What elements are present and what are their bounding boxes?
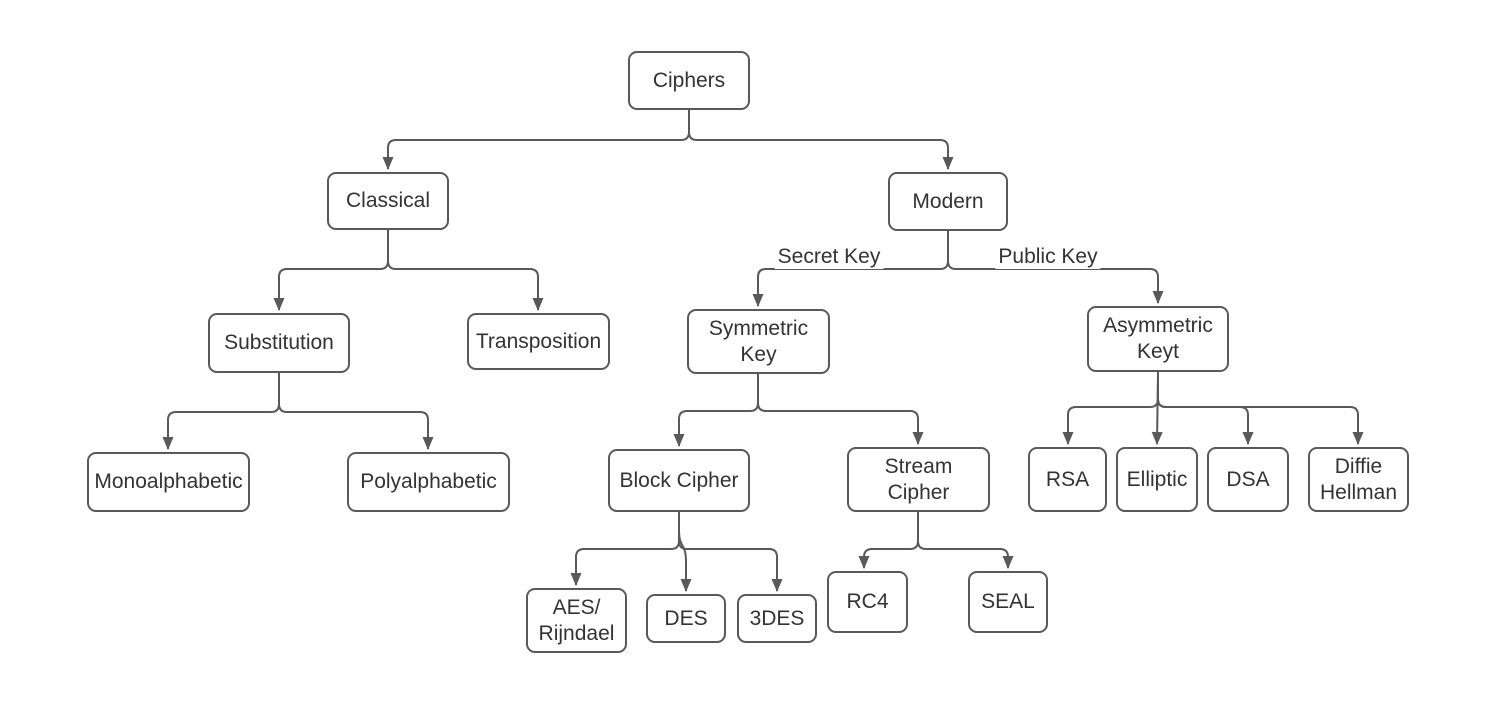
- node-elliptic: Elliptic: [1116, 447, 1198, 512]
- edge-classical-transposition: [387, 230, 544, 311]
- node-dsa: DSA: [1207, 447, 1289, 512]
- node-substitution: Substitution: [208, 313, 350, 373]
- edge-substitution-monoalphabetic: [162, 373, 280, 450]
- node-symmetric-key: Symmetric Key: [687, 309, 830, 374]
- node-des: DES: [646, 594, 726, 643]
- edge-label-public-key: Public Key: [995, 245, 1101, 269]
- edge-asymmetric-diffie-hellman: [1157, 372, 1364, 445]
- edge-block-aes-rijndael: [570, 512, 680, 586]
- edge-stream-rc4: [858, 512, 919, 569]
- node-rsa: RSA: [1028, 447, 1107, 512]
- edge-symmetric-block-cipher: [673, 374, 759, 447]
- node-ciphers: Ciphers: [628, 51, 750, 110]
- node-block-cipher: Block Cipher: [608, 449, 750, 512]
- edge-ciphers-classical: [382, 110, 690, 170]
- node-modern: Modern: [888, 172, 1008, 231]
- node-asymmetric-keyt: Asymmetric Keyt: [1087, 306, 1229, 372]
- edge-asymmetric-rsa: [1062, 372, 1159, 445]
- edge-symmetric-stream-cipher: [757, 374, 924, 445]
- node-diffie-hellman: Diffie Hellman: [1308, 447, 1409, 512]
- node-stream-cipher: Stream Cipher: [847, 447, 990, 512]
- node-transposition: Transposition: [467, 313, 610, 370]
- edge-substitution-polyalphabetic: [278, 373, 434, 450]
- edge-block-des: [678, 512, 692, 592]
- node-polyalphabetic: Polyalphabetic: [347, 452, 510, 512]
- edge-classical-substitution: [273, 230, 389, 311]
- node-classical: Classical: [327, 172, 449, 230]
- edge-ciphers-modern: [688, 110, 954, 170]
- edge-label-secret-key: Secret Key: [774, 245, 884, 269]
- node-3des: 3DES: [737, 594, 817, 643]
- node-aes-rijndael: AES/ Rijndael: [526, 588, 627, 653]
- node-rc4: RC4: [827, 571, 908, 633]
- edge-modern-asymmetric-keyt: [947, 231, 1164, 304]
- edge-stream-seal: [917, 512, 1014, 569]
- edge-block-3des: [678, 512, 783, 592]
- node-monoalphabetic: Monoalphabetic: [87, 452, 250, 512]
- node-seal: SEAL: [968, 571, 1048, 633]
